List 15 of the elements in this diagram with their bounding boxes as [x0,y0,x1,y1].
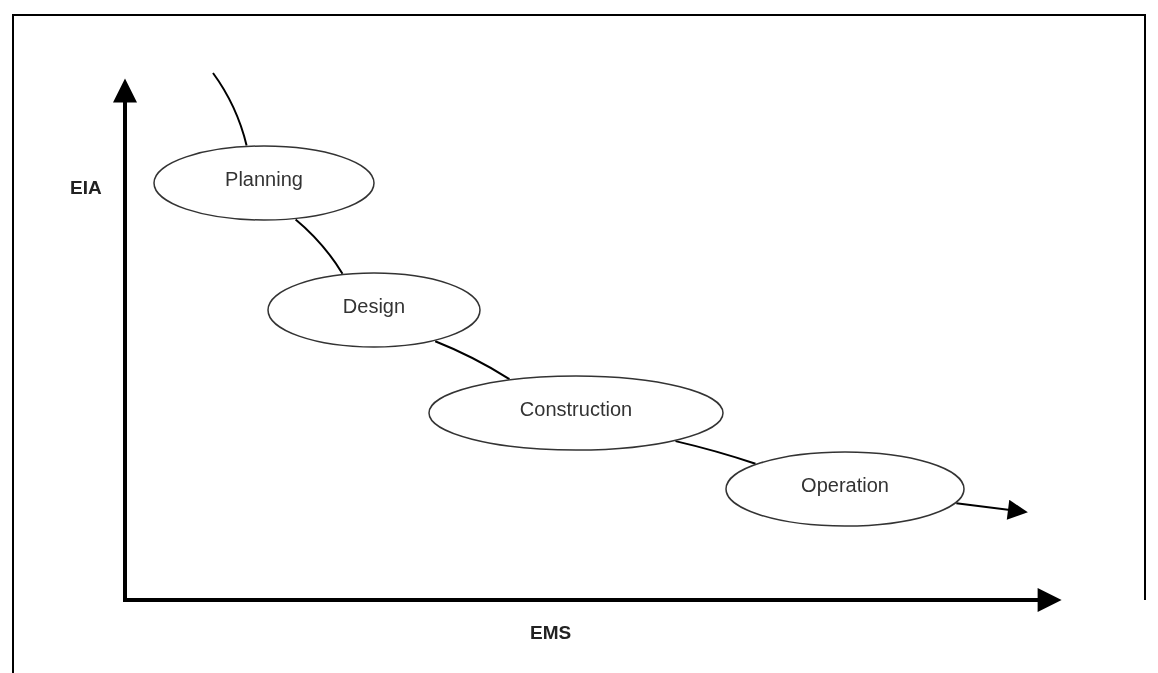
stage-ellipse [267,272,481,348]
stage-ellipse [725,451,965,527]
curve-arrow [955,499,1028,520]
stage-label: Design [342,294,406,318]
curve-line [674,440,757,465]
curve-line [212,72,248,147]
stage-label: Planning [225,167,303,191]
stage-ellipse [428,375,724,451]
axis-label: EIA [70,177,102,199]
stage-ellipse [153,145,375,221]
curve-line [434,340,511,381]
stage-label: Operation [801,473,889,497]
stage-label: Construction [519,397,633,421]
axis-label: EMS [530,622,572,644]
curve-line [294,218,344,275]
